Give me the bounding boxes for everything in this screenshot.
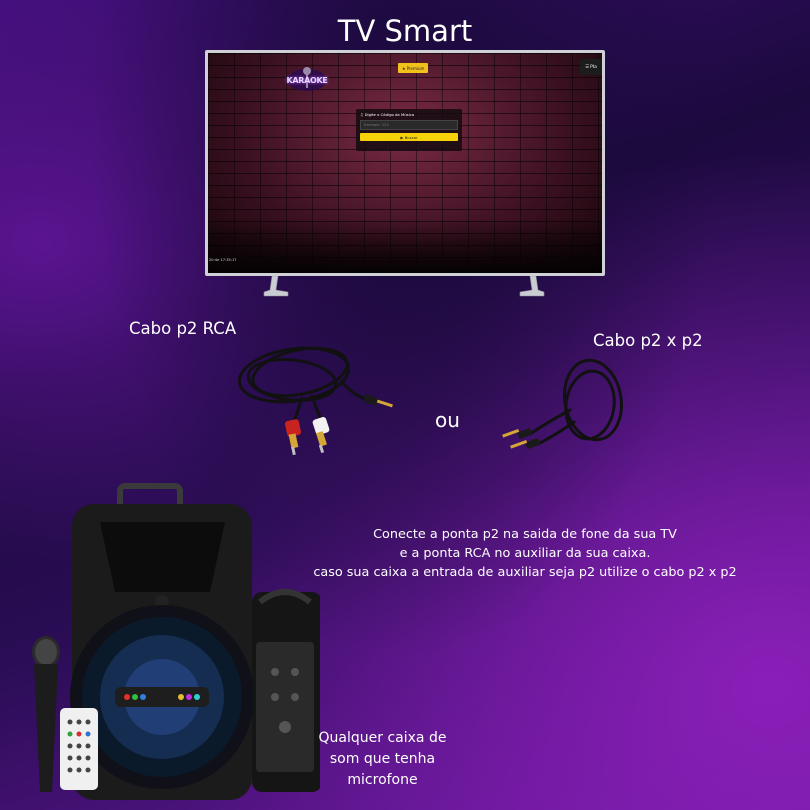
instructions-line-1: Conecte a ponta p2 na saida de fone da s… [373, 527, 677, 542]
cable-rca-label: Cabo p2 RCA [129, 319, 237, 338]
speaker-note-line-1: Qualquer caixa de [318, 730, 447, 746]
tv-screen: KARAOKE ★ Premium ☰ Pla ♫ Digite o Códig… [208, 53, 602, 273]
speaker-note-line-3: microfone [347, 772, 418, 788]
logo-text: KARAOKE [286, 75, 328, 85]
rca-white-plug [312, 417, 330, 454]
page-title: TV Smart [337, 14, 473, 48]
speaker-leds [124, 694, 200, 700]
p2-plug [363, 394, 393, 408]
premium-label: Premium [406, 65, 425, 71]
play-icon: ▶ [400, 134, 405, 140]
main-speaker [70, 483, 254, 800]
speaker-note: Qualquer caixa de som que tenha microfon… [300, 728, 465, 791]
search-card: ♫ Digite o Código da Música ▶ Buscar [356, 109, 462, 151]
cable-p2-label: Cabo p2 x p2 [593, 331, 703, 350]
menu-button[interactable]: ☰ Pla [580, 59, 602, 75]
search-label: ♫ Digite o Código da Música [360, 112, 415, 117]
karaoke-logo: KARAOKE [284, 65, 330, 95]
tv-stand-right [519, 276, 545, 297]
p2-plug-b [510, 438, 541, 449]
p2-plug-a [502, 428, 533, 439]
remote-control [60, 708, 98, 790]
instructions-line-3: caso sua caixa a entrada de auxiliar sej… [313, 565, 737, 580]
instructions-text: Conecte a ponta p2 na saida de fone da s… [260, 525, 790, 582]
smart-tv: KARAOKE ★ Premium ☰ Pla ♫ Digite o Códig… [205, 50, 605, 276]
or-label: ou [435, 408, 460, 432]
rca-cable-image [237, 346, 393, 456]
menu-label: Pla [590, 64, 597, 70]
tv-stand-left [263, 276, 289, 297]
premium-button[interactable]: ★ Premium [398, 63, 429, 73]
music-note-icon: ♫ [360, 112, 364, 117]
speaker-set-image [32, 483, 320, 800]
microphone [32, 636, 60, 792]
song-code-input[interactable] [360, 120, 458, 130]
clock-readout: 20:4e 17:35:17 [209, 258, 237, 262]
search-button[interactable]: ▶ Buscar [360, 133, 458, 141]
p2-cable-image [502, 358, 623, 449]
speaker-note-line-2: som que tenha [329, 751, 436, 767]
instructions-line-2: e a ponta RCA no auxiliar da sua caixa. [399, 546, 651, 561]
rca-red-plug [285, 419, 301, 456]
small-speaker [252, 589, 320, 792]
star-icon: ★ [402, 65, 406, 71]
menu-icon: ☰ [585, 64, 590, 70]
